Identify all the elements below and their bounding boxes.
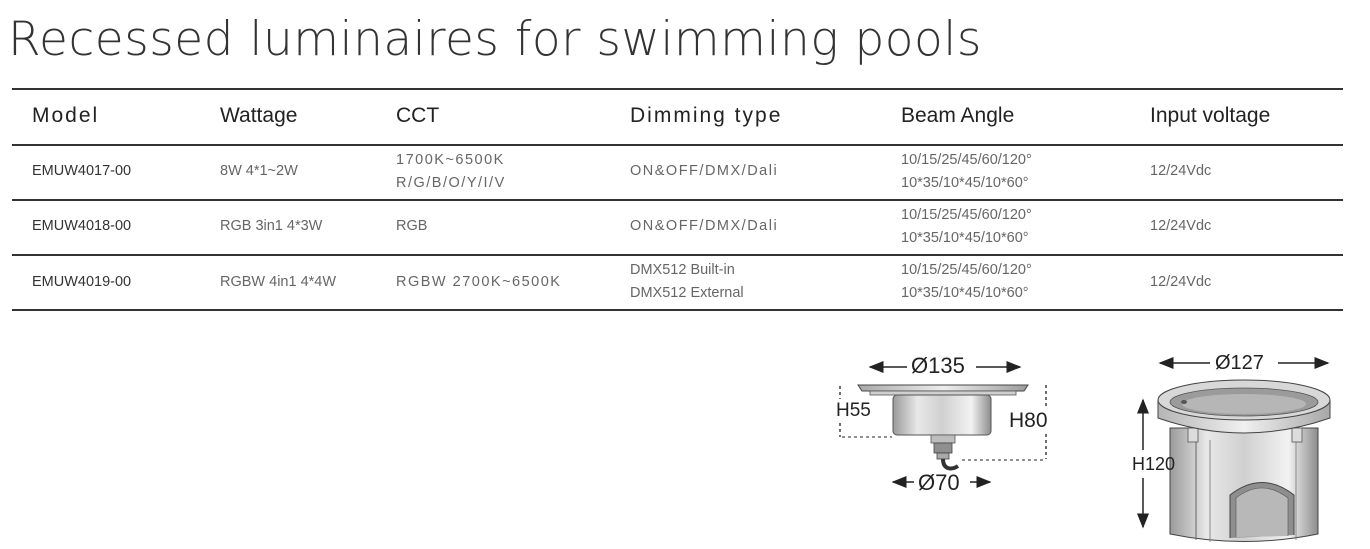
dim-side-body-height: H55 — [836, 400, 871, 421]
header-beam-angle: Beam Angle — [901, 104, 1015, 127]
dim-side-top-diameter: Ø135 — [911, 353, 965, 378]
row2-cct: RGB — [396, 218, 428, 234]
table-row-rule — [12, 254, 1343, 256]
row3-voltage: 12/24Vdc — [1150, 274, 1212, 290]
header-wattage: Wattage — [220, 104, 298, 127]
table-bottom-rule — [12, 309, 1343, 311]
table-row-rule — [12, 199, 1343, 201]
row1-cct-line2: R/G/B/O/Y/I/V — [396, 175, 506, 191]
header-cct: CCT — [396, 104, 440, 127]
dim-side-bottom-diameter: Ø70 — [918, 470, 960, 495]
header-input-voltage: Input voltage — [1150, 104, 1271, 127]
header-dimming-type: Dimming type — [630, 104, 783, 127]
row3-cct: RGBW 2700K~6500K — [396, 274, 562, 290]
row1-wattage: 8W 4*1~2W — [220, 163, 298, 179]
row1-voltage: 12/24Vdc — [1150, 163, 1212, 179]
side-view-drawing — [839, 361, 1047, 488]
table-top-rule — [12, 88, 1343, 90]
row2-model: EMUW4018-00 — [32, 218, 132, 234]
table-header-rule — [12, 144, 1343, 146]
row1-beam-line1: 10/15/25/45/60/120° — [901, 152, 1032, 168]
row1-cct-line1: 1700K~6500K — [396, 152, 505, 168]
row3-beam-line1: 10/15/25/45/60/120° — [901, 262, 1032, 278]
row1-beam-line2: 10*35/10*45/10*60° — [901, 175, 1029, 191]
housing-drawing — [1137, 357, 1331, 542]
row3-dimming-line2: DMX512 External — [630, 285, 744, 301]
row2-wattage: RGB 3in1 4*3W — [220, 218, 323, 234]
row3-model: EMUW4019-00 — [32, 274, 132, 290]
row2-voltage: 12/24Vdc — [1150, 218, 1212, 234]
row2-beam-line2: 10*35/10*45/10*60° — [901, 230, 1029, 246]
dim-side-total-height: H80 — [1009, 409, 1048, 432]
dim-housing-height: H120 — [1132, 454, 1176, 474]
row1-dimming: ON&OFF/DMX/Dali — [630, 163, 779, 179]
row2-beam-line1: 10/15/25/45/60/120° — [901, 207, 1032, 223]
row3-beam-line2: 10*35/10*45/10*60° — [901, 285, 1029, 301]
row1-model: EMUW4017-00 — [32, 163, 132, 179]
header-model: Model — [32, 104, 100, 127]
row3-wattage: RGBW 4in1 4*4W — [220, 274, 337, 290]
dim-housing-diameter: Ø127 — [1215, 352, 1264, 374]
row2-dimming: ON&OFF/DMX/Dali — [630, 218, 779, 234]
row3-dimming-line1: DMX512 Built-in — [630, 262, 735, 278]
page-title: Recessed luminaires for swimming pools — [8, 12, 982, 67]
